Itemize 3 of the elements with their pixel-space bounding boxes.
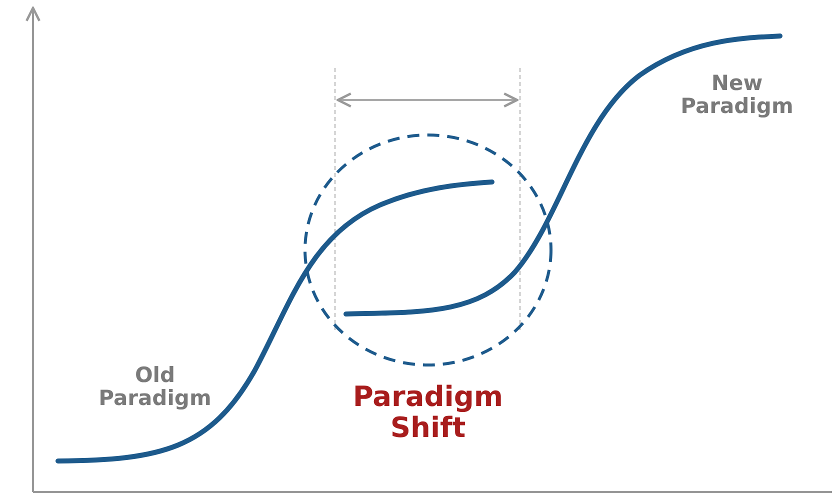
- curve-label: New Paradigm: [680, 72, 794, 118]
- title-label: Paradigm Shift: [352, 382, 504, 444]
- curve-label: Old Paradigm: [98, 364, 212, 410]
